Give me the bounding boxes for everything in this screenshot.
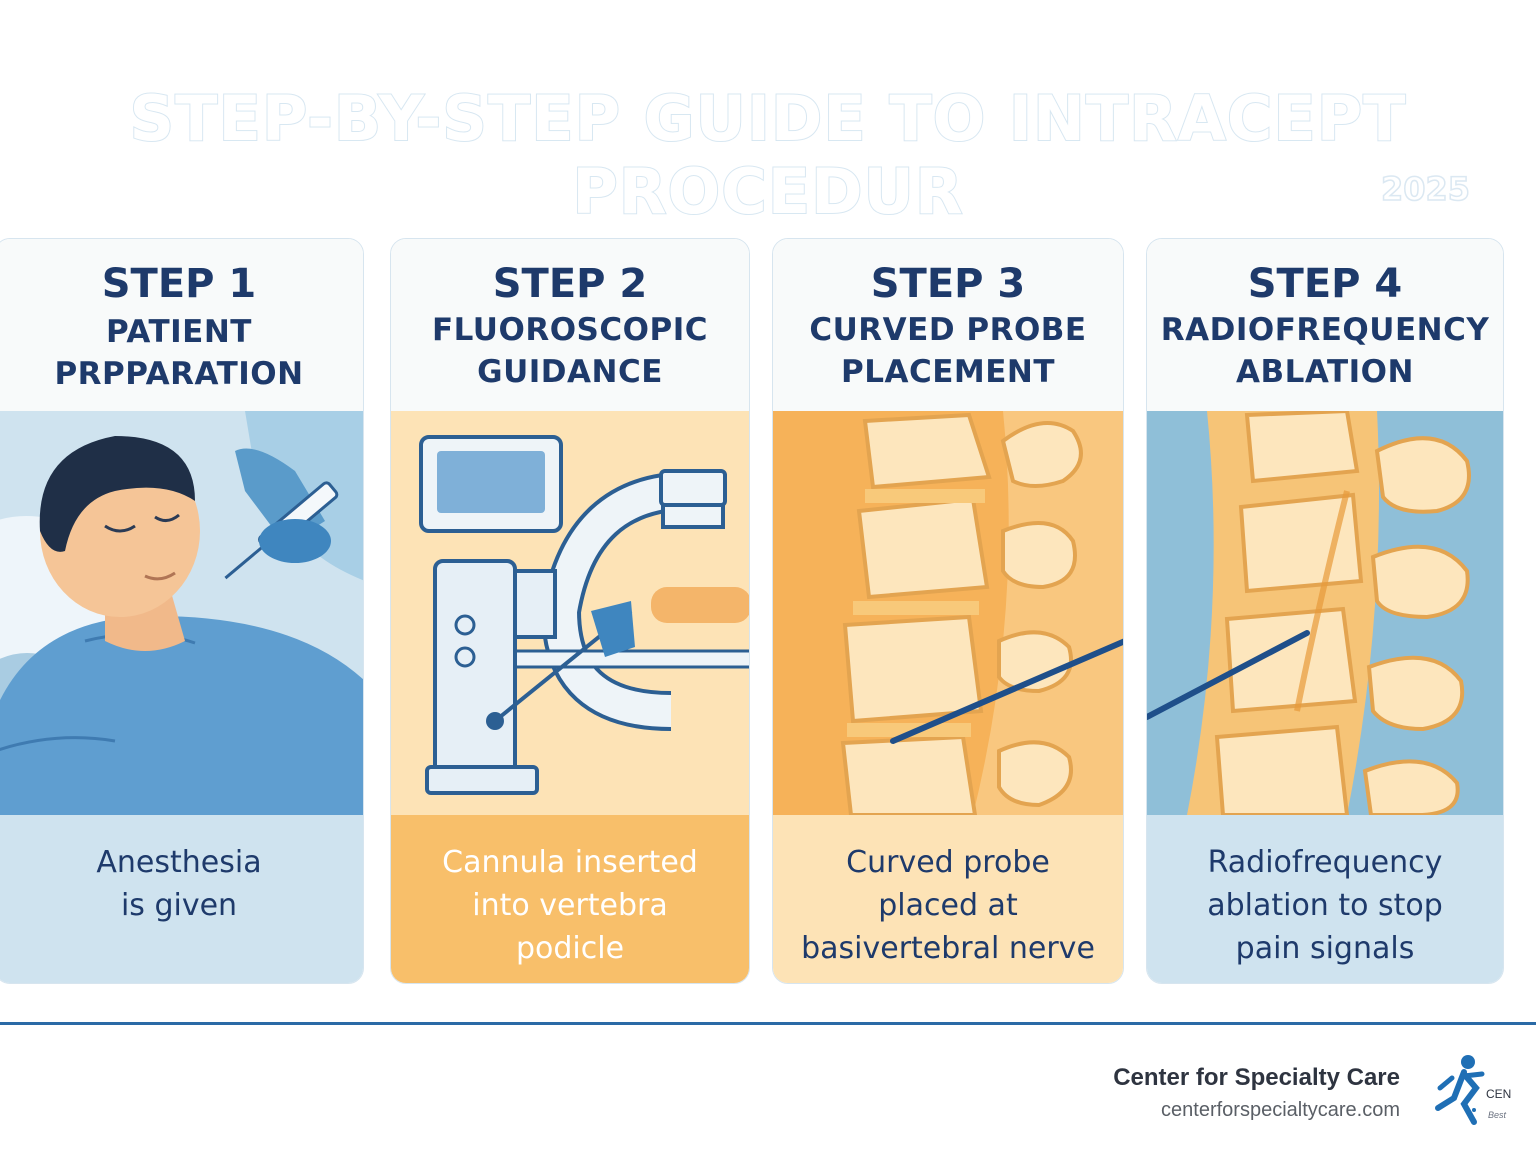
spine-probe-icon xyxy=(773,411,1123,817)
footer-divider xyxy=(0,1022,1536,1025)
step-description-panel: Curved probe placed at basivertebral ner… xyxy=(773,815,1123,983)
step-title: PATIENT PRPPARATION xyxy=(54,314,304,392)
step-card-header: STEP 2 FLUOROSCOPIC GUIDANCE xyxy=(391,239,749,411)
page-year: 2025 xyxy=(1380,169,1471,209)
step-description: Radiofrequency ablation to stop pain sig… xyxy=(1207,845,1443,966)
brand-logo-icon: CEN Best xyxy=(1424,1052,1536,1130)
c-arm-fluoroscope-icon xyxy=(391,411,749,815)
step-card-4: STEP 4 RADIOFREQUENCY ABLATION Radiofreq… xyxy=(1146,238,1504,984)
step-card-header: STEP 4 RADIOFREQUENCY ABLATION xyxy=(1147,239,1503,411)
step-description-panel: Cannula inserted into vertebra podicle xyxy=(391,815,749,983)
step-description: Cannula inserted into vertebra podicle xyxy=(442,845,698,966)
step-number: STEP 2 xyxy=(492,261,648,307)
logo-tagline: Best xyxy=(1488,1110,1507,1120)
step-card-3: STEP 3 CURVED PROBE PLACEMENT xyxy=(772,238,1124,984)
step-title: FLUOROSCOPIC GUIDANCE xyxy=(431,312,708,390)
step-title: RADIOFREQUENCY ABLATION xyxy=(1160,312,1490,390)
step-number: STEP 3 xyxy=(870,261,1026,307)
step-description: Curved probe placed at basivertebral ner… xyxy=(801,845,1095,966)
spine-ablation-icon xyxy=(1147,408,1503,817)
step-number: STEP 1 xyxy=(101,261,257,307)
logo-text: CEN xyxy=(1486,1087,1511,1101)
page-title: STEP-BY-STEP GUIDE TO INTRACEPT PROCEDUR xyxy=(129,81,1407,229)
step-title: CURVED PROBE PLACEMENT xyxy=(809,312,1087,390)
step-description-panel: Radiofrequency ablation to stop pain sig… xyxy=(1147,815,1503,983)
step-description-panel: Anesthesia is given xyxy=(0,815,363,983)
step-card-header: STEP 3 CURVED PROBE PLACEMENT xyxy=(773,239,1123,411)
step-card-2: STEP 2 FLUOROSCOPIC GUIDANCE xyxy=(390,238,750,984)
brand-name: Center for Specialty Care xyxy=(1113,1064,1400,1091)
step-number: STEP 4 xyxy=(1247,261,1403,307)
step-card-1: STEP 1 PATIENT PRPPARATION xyxy=(0,238,364,984)
step-card-header: STEP 1 PATIENT PRPPARATION xyxy=(0,239,363,411)
patient-anesthesia-icon xyxy=(0,411,363,815)
brand-url[interactable]: centerforspecialtycare.com xyxy=(1161,1099,1400,1121)
step-description: Anesthesia is given xyxy=(96,845,262,923)
